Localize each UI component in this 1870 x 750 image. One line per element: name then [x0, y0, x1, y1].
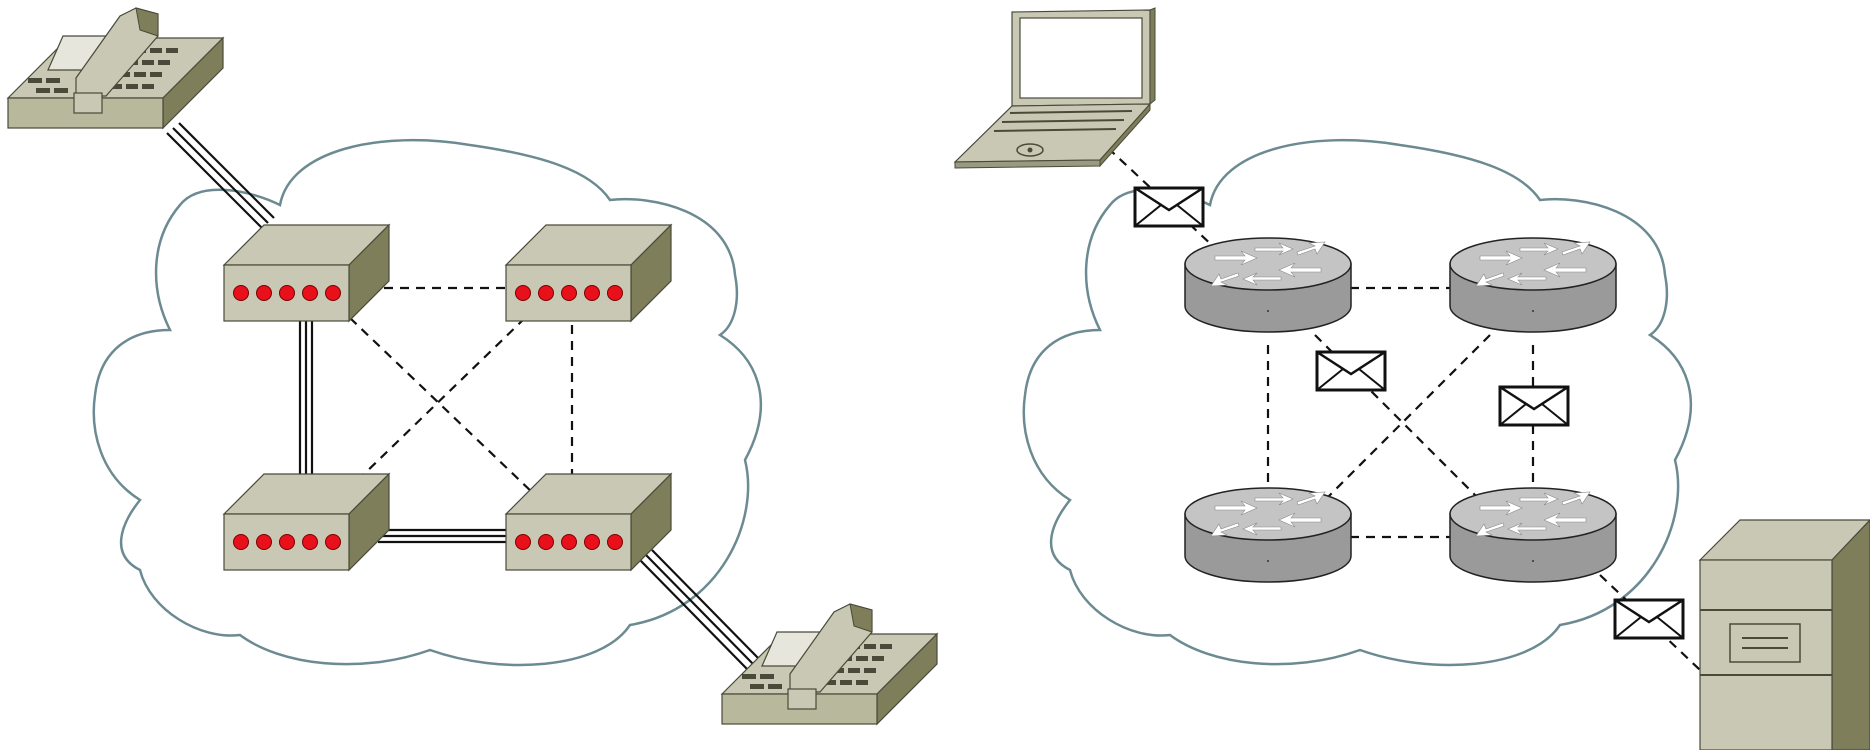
active-call-path: [166, 122, 761, 671]
laptop-icon: [953, 7, 1156, 169]
idle-links: [349, 286, 574, 496]
envelope-icon: [1498, 385, 1570, 427]
circuit-switched-network: [7, 7, 938, 725]
router-bottom-right: [1449, 487, 1617, 583]
envelope-icon: [1315, 350, 1387, 392]
router-bottom-left: [1184, 487, 1352, 583]
router-top-right: [1449, 237, 1617, 333]
router-top-left: [1184, 237, 1352, 333]
packet-links: [1107, 147, 1701, 671]
server-icon: [1698, 519, 1870, 750]
phone-icon: [7, 7, 224, 129]
packet-switched-network: [953, 7, 1870, 750]
cloud-shape: [92, 139, 763, 667]
phone-icon: [721, 603, 938, 725]
envelope-icon: [1133, 186, 1205, 228]
envelope-icon: [1613, 598, 1685, 640]
cloud-shape: [1022, 139, 1693, 667]
